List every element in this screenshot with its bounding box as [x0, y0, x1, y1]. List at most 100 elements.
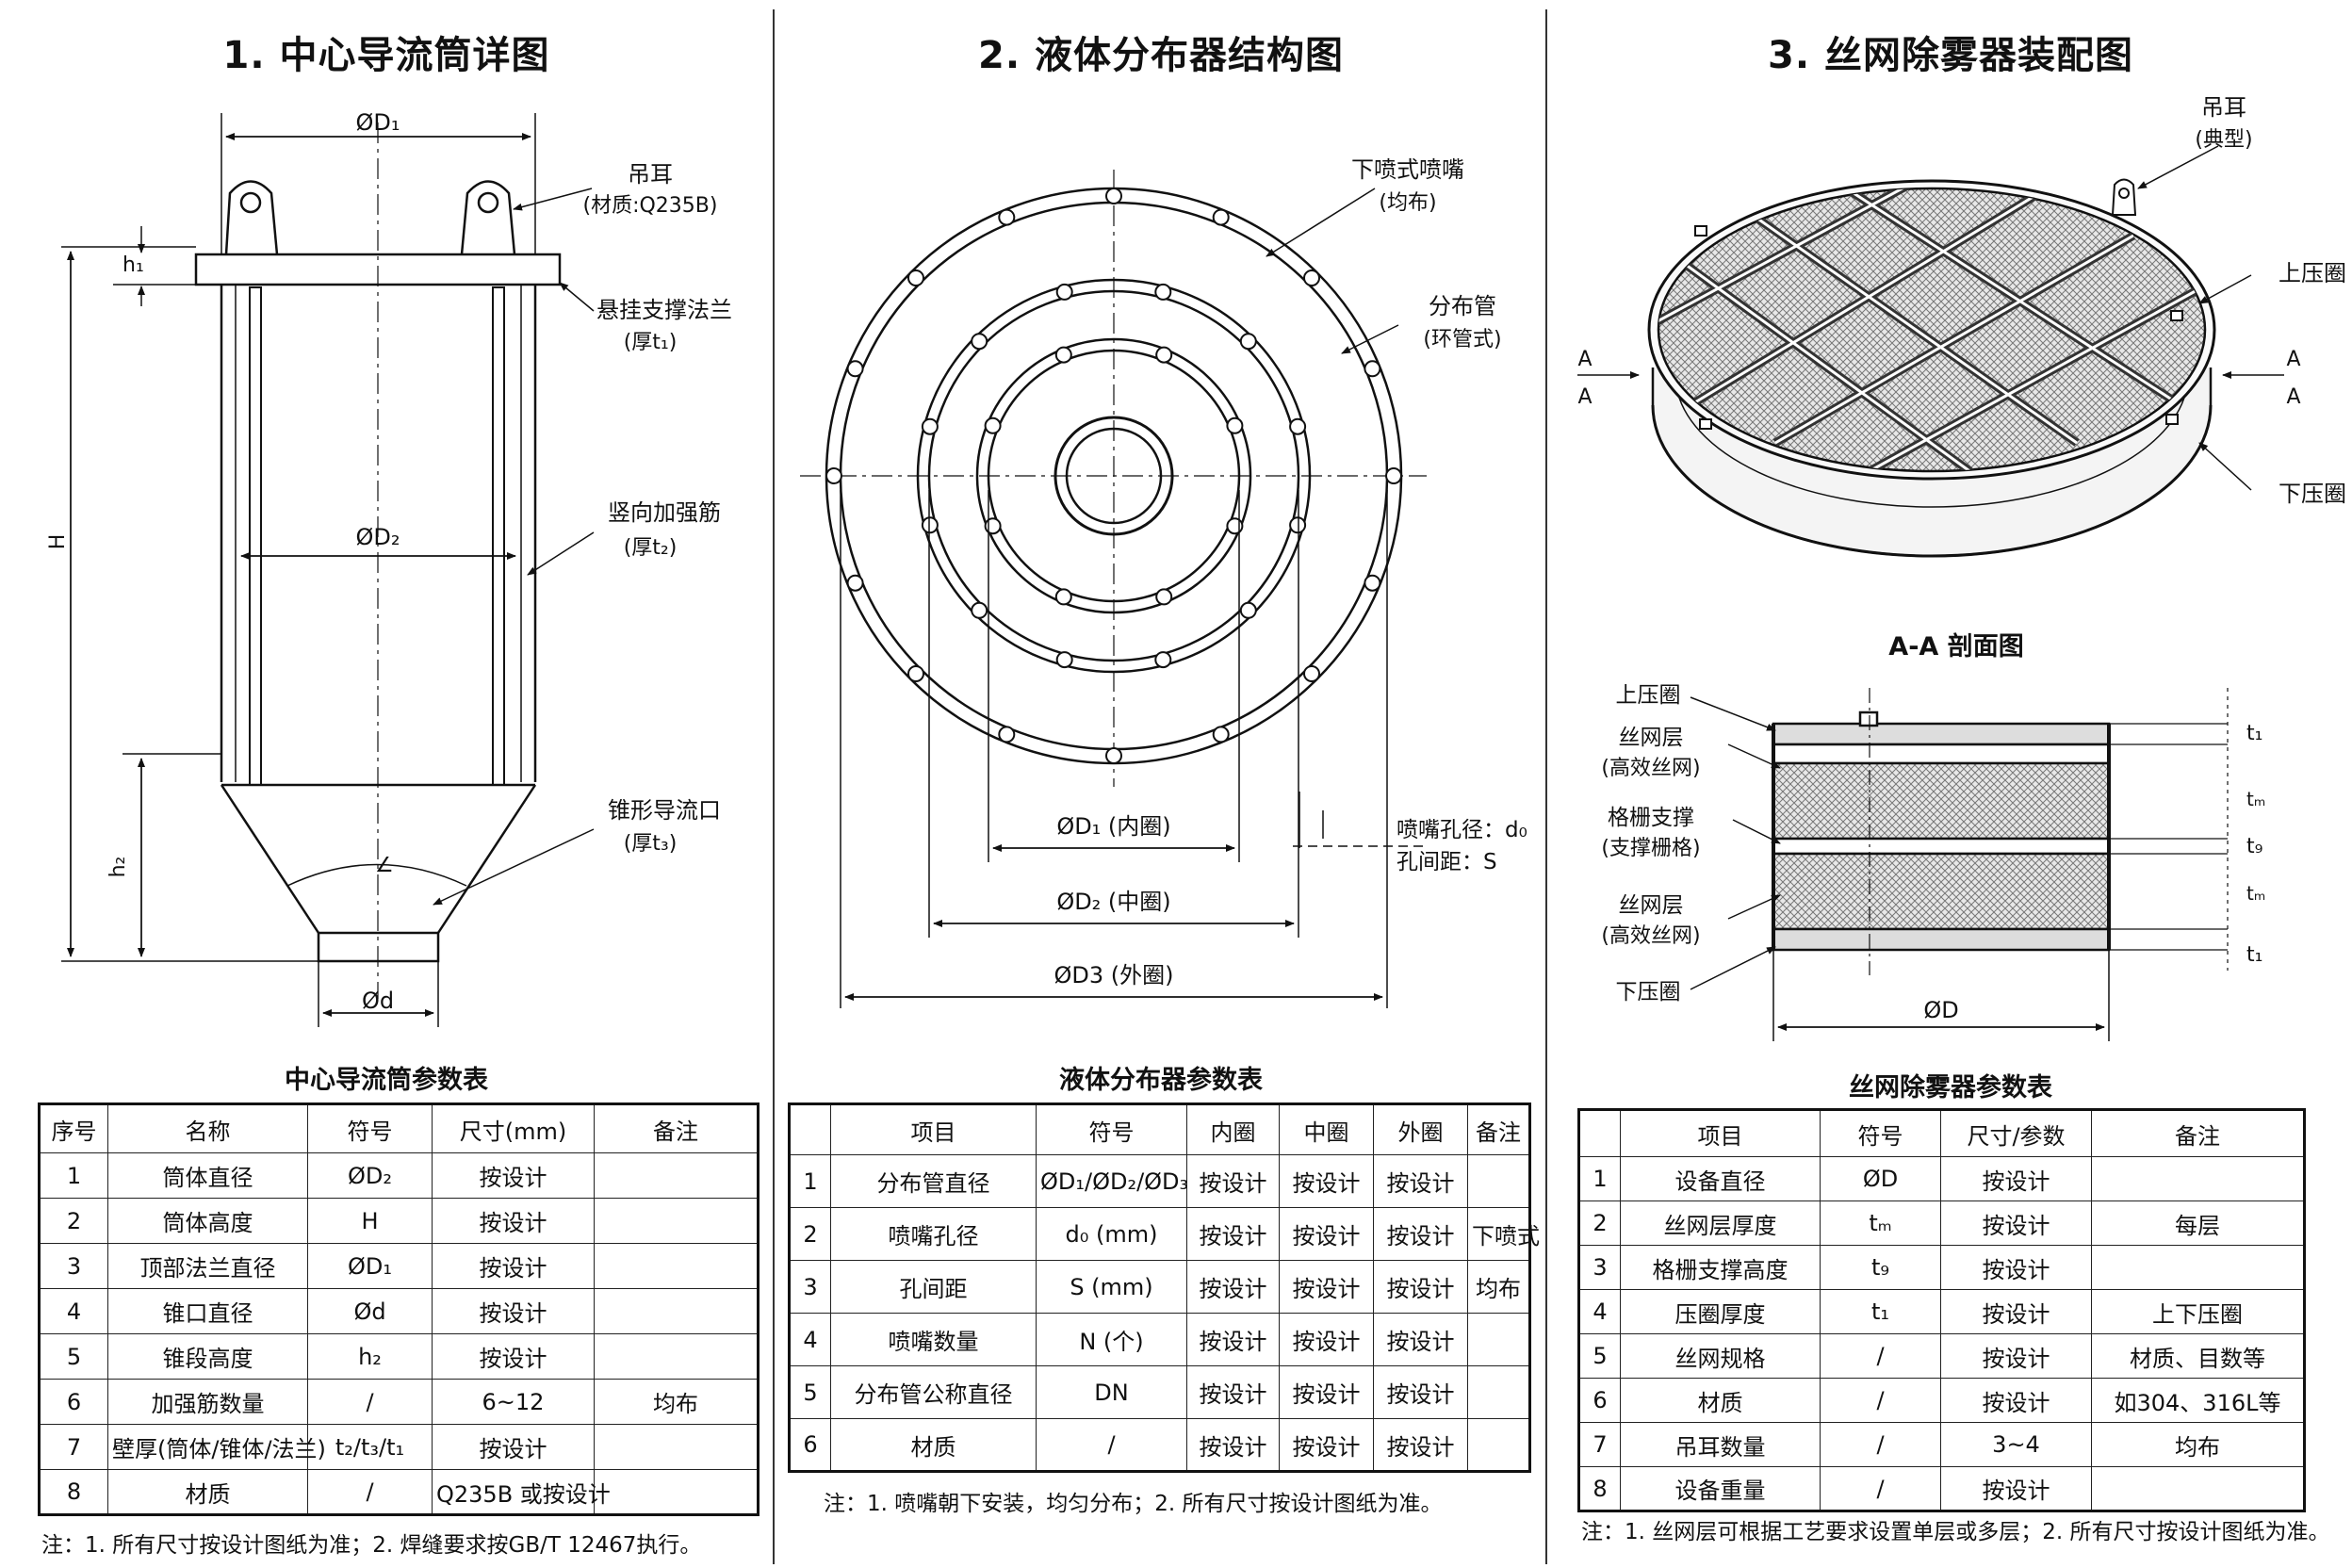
- rib-thickness-label: (厚t₂): [624, 536, 678, 560]
- table-cell: /: [307, 1469, 433, 1515]
- table-cell: 按设计: [1373, 1365, 1468, 1419]
- table-cell: 4: [39, 1288, 108, 1334]
- table-cell: 设备重量: [1620, 1466, 1821, 1511]
- table-cell: t₁: [1820, 1289, 1941, 1334]
- table-cell: 6: [789, 1418, 831, 1472]
- table-cell: 3: [39, 1243, 108, 1289]
- h1-label: h₁: [122, 253, 144, 277]
- table-cell: Q235B 或按设计: [432, 1469, 611, 1515]
- table-cell: 6: [1578, 1378, 1621, 1423]
- table-header-row: 序号 名称 符号 尺寸(mm) 备注: [39, 1103, 759, 1153]
- panel-divider: [773, 9, 775, 1564]
- table-cell: 按设计: [432, 1198, 595, 1244]
- table-cell: /: [1820, 1378, 1941, 1423]
- table-cell: 5: [39, 1333, 108, 1380]
- flange-label: 悬挂支撑法兰: [596, 297, 732, 323]
- mesh-layer-sub-label: (高效丝网): [1601, 924, 1700, 948]
- table-cell: ØD₂: [307, 1152, 433, 1199]
- table-cell: 喷嘴数量: [830, 1313, 1037, 1366]
- table-title: 丝网除雾器参数表: [1849, 1073, 2052, 1102]
- table-cell: 每层: [2091, 1200, 2305, 1246]
- table-cell: 材质: [1620, 1378, 1821, 1423]
- nozzle-hole: [1364, 574, 1381, 592]
- section-mark: A: [2286, 348, 2300, 371]
- nozzle-hole: [1289, 417, 1307, 435]
- nozzle-hole: [907, 665, 924, 682]
- table-cell: [594, 1152, 759, 1199]
- mesh-layer-sub-label: (高效丝网): [1601, 757, 1700, 780]
- pipe-label: 分布管: [1429, 293, 1496, 319]
- table-cell: 按设计: [1186, 1260, 1280, 1314]
- table-cell: 均布: [2091, 1422, 2305, 1467]
- table-cell: 按设计: [432, 1243, 595, 1289]
- table-cell: [1467, 1418, 1530, 1472]
- nozzle-hole: [1364, 360, 1381, 378]
- table-cell: 1: [789, 1154, 831, 1208]
- table-cell: H: [307, 1198, 433, 1244]
- hole-diameter-label: 喷嘴孔径：d₀: [1396, 818, 1527, 842]
- section-mark: A: [2286, 385, 2300, 409]
- nozzle-hole: [921, 417, 939, 435]
- demister-drawing: 吊耳 (典型) 上压圈 下压圈 A A A A A-A 剖面图: [1577, 94, 2346, 1041]
- nozzle-hole: [971, 333, 988, 351]
- table-header: 备注: [594, 1103, 759, 1153]
- t1-dim: t₁: [2246, 943, 2262, 967]
- table-cell: 材质: [830, 1418, 1037, 1472]
- top-diameter-label: ØD₁: [356, 109, 400, 136]
- nozzle-hole: [1105, 188, 1122, 204]
- table-header: 项目: [1620, 1109, 1821, 1157]
- table-cell: 按设计: [1279, 1207, 1374, 1261]
- table-cell: 按设计: [1373, 1418, 1468, 1472]
- table-cell: 材质、目数等: [2091, 1333, 2305, 1379]
- table-note: 注：1. 丝网层可根据工艺要求设置单层或多层；2. 所有尺寸按设计图纸为准。: [1581, 1520, 2330, 1544]
- lug-label: 吊耳: [2201, 94, 2246, 121]
- nozzle-hole: [1289, 516, 1307, 534]
- nozzle-hole: [1239, 601, 1257, 619]
- nozzle-hole: [1226, 517, 1244, 535]
- nozzle-hole: [984, 416, 1002, 434]
- table-cell: 按设计: [1186, 1313, 1280, 1366]
- h2-label: h₂: [106, 857, 130, 878]
- table-cell: [594, 1288, 759, 1334]
- table-title: 中心导流筒参数表: [285, 1066, 488, 1095]
- table-cell: 上下压圈: [2091, 1289, 2305, 1334]
- grid-support-sub-label: (支撑栅格): [1601, 837, 1700, 860]
- table-cell: 按设计: [1186, 1365, 1280, 1419]
- table-header: 外圈: [1373, 1103, 1468, 1155]
- table-cell: 筒体高度: [107, 1198, 308, 1244]
- table-cell: 壁厚(筒体/锥体/法兰): [107, 1424, 326, 1470]
- table-note: 注：1. 所有尺寸按设计图纸为准；2. 焊缝要求按GB/T 12467执行。: [41, 1533, 702, 1558]
- nozzle-hole: [1055, 651, 1073, 669]
- middle-ring-dim: ØD₂ (中圈): [1056, 889, 1170, 915]
- cone-label: 锥形导流口: [608, 797, 721, 824]
- table-title: 液体分布器参数表: [1059, 1066, 1263, 1095]
- table-cell: 按设计: [1279, 1260, 1374, 1314]
- table-cell: 锥段高度: [107, 1333, 308, 1380]
- nozzle-hole: [998, 726, 1016, 743]
- section-lower-ring-label: 下压圈: [1616, 980, 1681, 1004]
- pipe-sub-label: (环管式): [1423, 328, 1501, 351]
- table-cell: 2: [789, 1207, 831, 1261]
- outer-ring-dim: ØD3 (外圈): [1054, 962, 1174, 988]
- table-cell: 设备直径: [1620, 1156, 1821, 1201]
- panel-liquid-distributor: 2. 液体分布器结构图 下喷式喷嘴 (均布) 分布管 (环管式: [776, 0, 1545, 1568]
- table-cell: 喷嘴孔径: [830, 1207, 1037, 1261]
- table-cell: 均布: [1467, 1260, 1530, 1314]
- nozzle-hole: [846, 574, 864, 592]
- nozzle-hole: [1155, 588, 1173, 606]
- lug-material-label: (材质:Q235B): [583, 194, 718, 218]
- table-cell: t₉: [1820, 1245, 1941, 1290]
- table-header: [1578, 1109, 1621, 1157]
- table-cell: 分布管公称直径: [830, 1365, 1037, 1419]
- table-cell: 按设计: [1373, 1260, 1468, 1314]
- nozzle-label: 下喷式喷嘴: [1351, 156, 1464, 183]
- section-upper-ring-label: 上压圈: [1616, 683, 1681, 708]
